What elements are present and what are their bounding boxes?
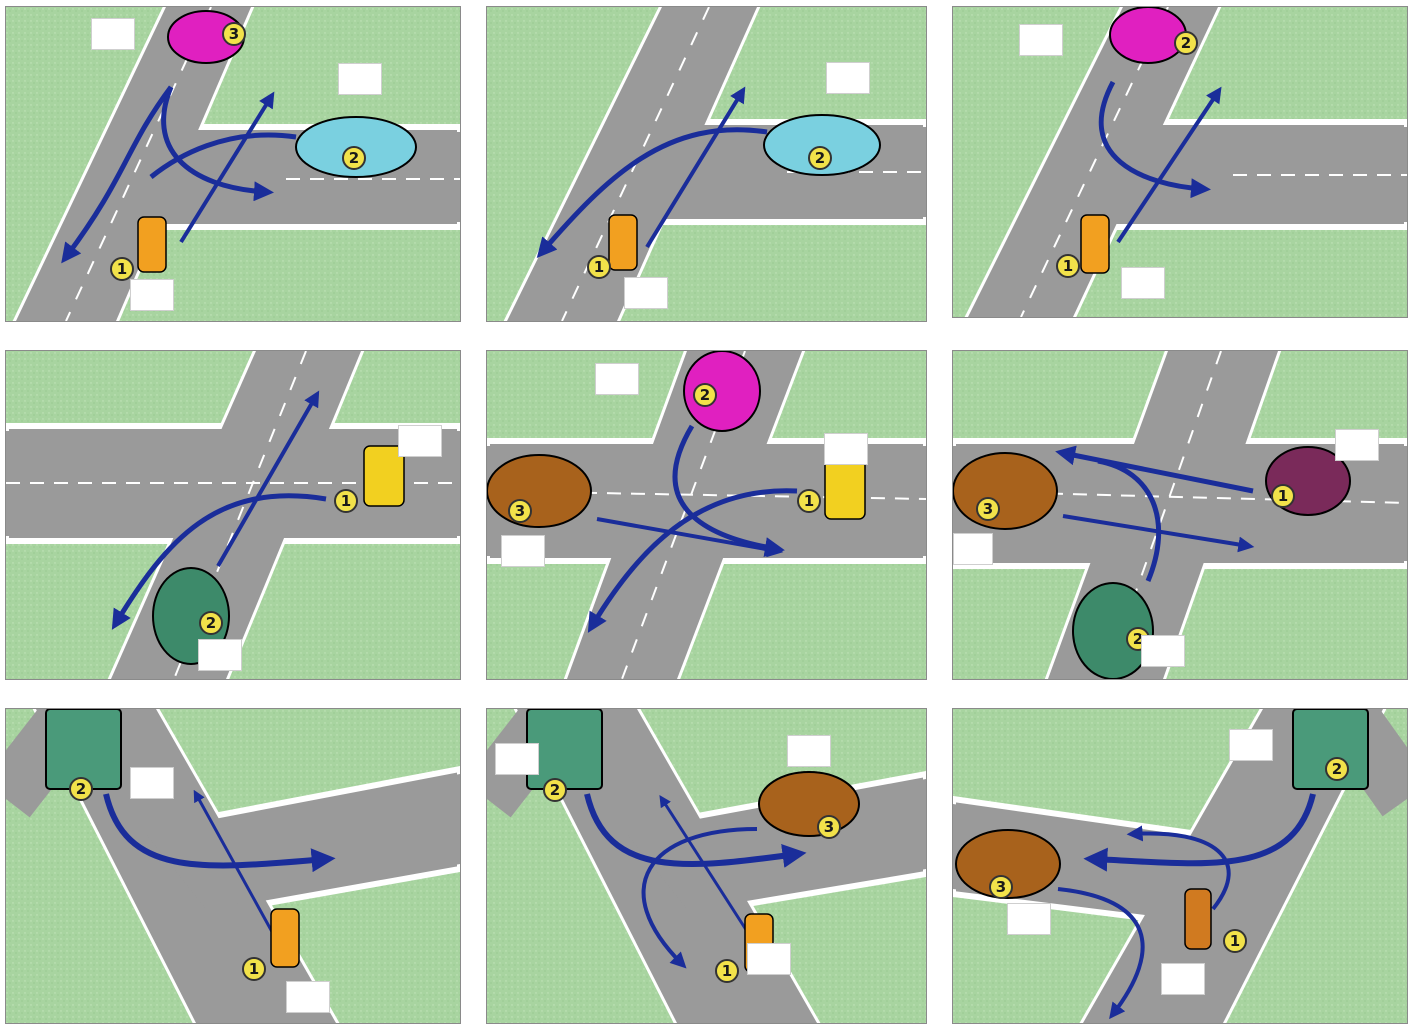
badge-2: 2 bbox=[700, 386, 710, 404]
panel-9: 1 2 3 bbox=[952, 708, 1408, 1024]
badge-1: 1 bbox=[249, 960, 259, 978]
answer-box[interactable] bbox=[595, 363, 639, 395]
intersection-diagram-6: 1 2 3 bbox=[953, 351, 1407, 679]
answer-box[interactable] bbox=[1019, 24, 1063, 56]
badge-2: 2 bbox=[1332, 760, 1342, 778]
answer-box[interactable] bbox=[624, 277, 668, 309]
badge-3: 3 bbox=[983, 500, 993, 518]
answer-box[interactable] bbox=[787, 735, 831, 767]
badge-2: 2 bbox=[76, 780, 86, 798]
badge-2: 2 bbox=[206, 614, 216, 632]
answer-box[interactable] bbox=[1161, 963, 1205, 995]
badge-1: 1 bbox=[1278, 487, 1288, 505]
answer-box[interactable] bbox=[495, 743, 539, 775]
badge-1: 1 bbox=[117, 260, 127, 278]
answer-box[interactable] bbox=[747, 943, 791, 975]
car-icon bbox=[759, 772, 859, 836]
cyclist-icon bbox=[271, 909, 299, 967]
badge-2: 2 bbox=[349, 149, 359, 167]
intersection-diagram-1: 1 2 3 bbox=[6, 7, 460, 321]
cyclist-icon bbox=[825, 459, 865, 519]
badge-3: 3 bbox=[996, 878, 1006, 896]
answer-box[interactable] bbox=[501, 535, 545, 567]
badge-1: 1 bbox=[594, 258, 604, 276]
answer-box[interactable] bbox=[1141, 635, 1185, 667]
car-icon bbox=[487, 455, 591, 527]
answer-box[interactable] bbox=[1229, 729, 1273, 761]
panel-8: 1 2 3 bbox=[486, 708, 927, 1024]
cyclist-icon bbox=[138, 217, 166, 272]
panel-7: 1 2 bbox=[5, 708, 461, 1024]
panel-3: 1 2 bbox=[952, 6, 1408, 318]
intersection-diagram-4: 1 2 bbox=[6, 351, 460, 679]
answer-box[interactable] bbox=[198, 639, 242, 671]
answer-box[interactable] bbox=[824, 433, 868, 465]
cyclist-icon bbox=[1081, 215, 1109, 273]
cyclist-icon bbox=[609, 215, 637, 270]
intersection-diagram-8: 1 2 3 bbox=[487, 709, 926, 1023]
intersection-diagram-7: 1 2 bbox=[6, 709, 460, 1023]
panel-5: 1 2 3 bbox=[486, 350, 927, 680]
answer-box[interactable] bbox=[130, 279, 174, 311]
badge-3: 3 bbox=[515, 502, 525, 520]
answer-box[interactable] bbox=[91, 18, 135, 50]
answer-box[interactable] bbox=[130, 767, 174, 799]
answer-box[interactable] bbox=[953, 533, 993, 565]
badge-1: 1 bbox=[722, 962, 732, 980]
answer-box[interactable] bbox=[286, 981, 330, 1013]
badge-2: 2 bbox=[1181, 34, 1191, 52]
answer-box[interactable] bbox=[1335, 429, 1379, 461]
badge-3: 3 bbox=[824, 818, 834, 836]
panel-4: 1 2 bbox=[5, 350, 461, 680]
badge-2: 2 bbox=[550, 781, 560, 799]
badge-1: 1 bbox=[341, 492, 351, 510]
answer-box[interactable] bbox=[398, 425, 442, 457]
intersection-diagram-2: 1 2 bbox=[487, 7, 926, 321]
car-icon bbox=[1110, 7, 1186, 63]
badge-1: 1 bbox=[1063, 257, 1073, 275]
panel-1: 1 2 3 bbox=[5, 6, 461, 322]
cyclist-icon bbox=[1185, 889, 1211, 949]
answer-box[interactable] bbox=[826, 62, 870, 94]
badge-2: 2 bbox=[815, 149, 825, 167]
tram-icon bbox=[46, 709, 121, 789]
intersection-diagram-5: 1 2 3 bbox=[487, 351, 926, 679]
answer-box[interactable] bbox=[338, 63, 382, 95]
panel-6: 1 2 3 bbox=[952, 350, 1408, 680]
badge-1: 1 bbox=[1230, 932, 1240, 950]
answer-box[interactable] bbox=[1007, 903, 1051, 935]
car-icon bbox=[953, 453, 1057, 529]
badge-3: 3 bbox=[229, 25, 239, 43]
answer-box[interactable] bbox=[1121, 267, 1165, 299]
badge-1: 1 bbox=[804, 492, 814, 510]
panel-2: 1 2 bbox=[486, 6, 927, 322]
